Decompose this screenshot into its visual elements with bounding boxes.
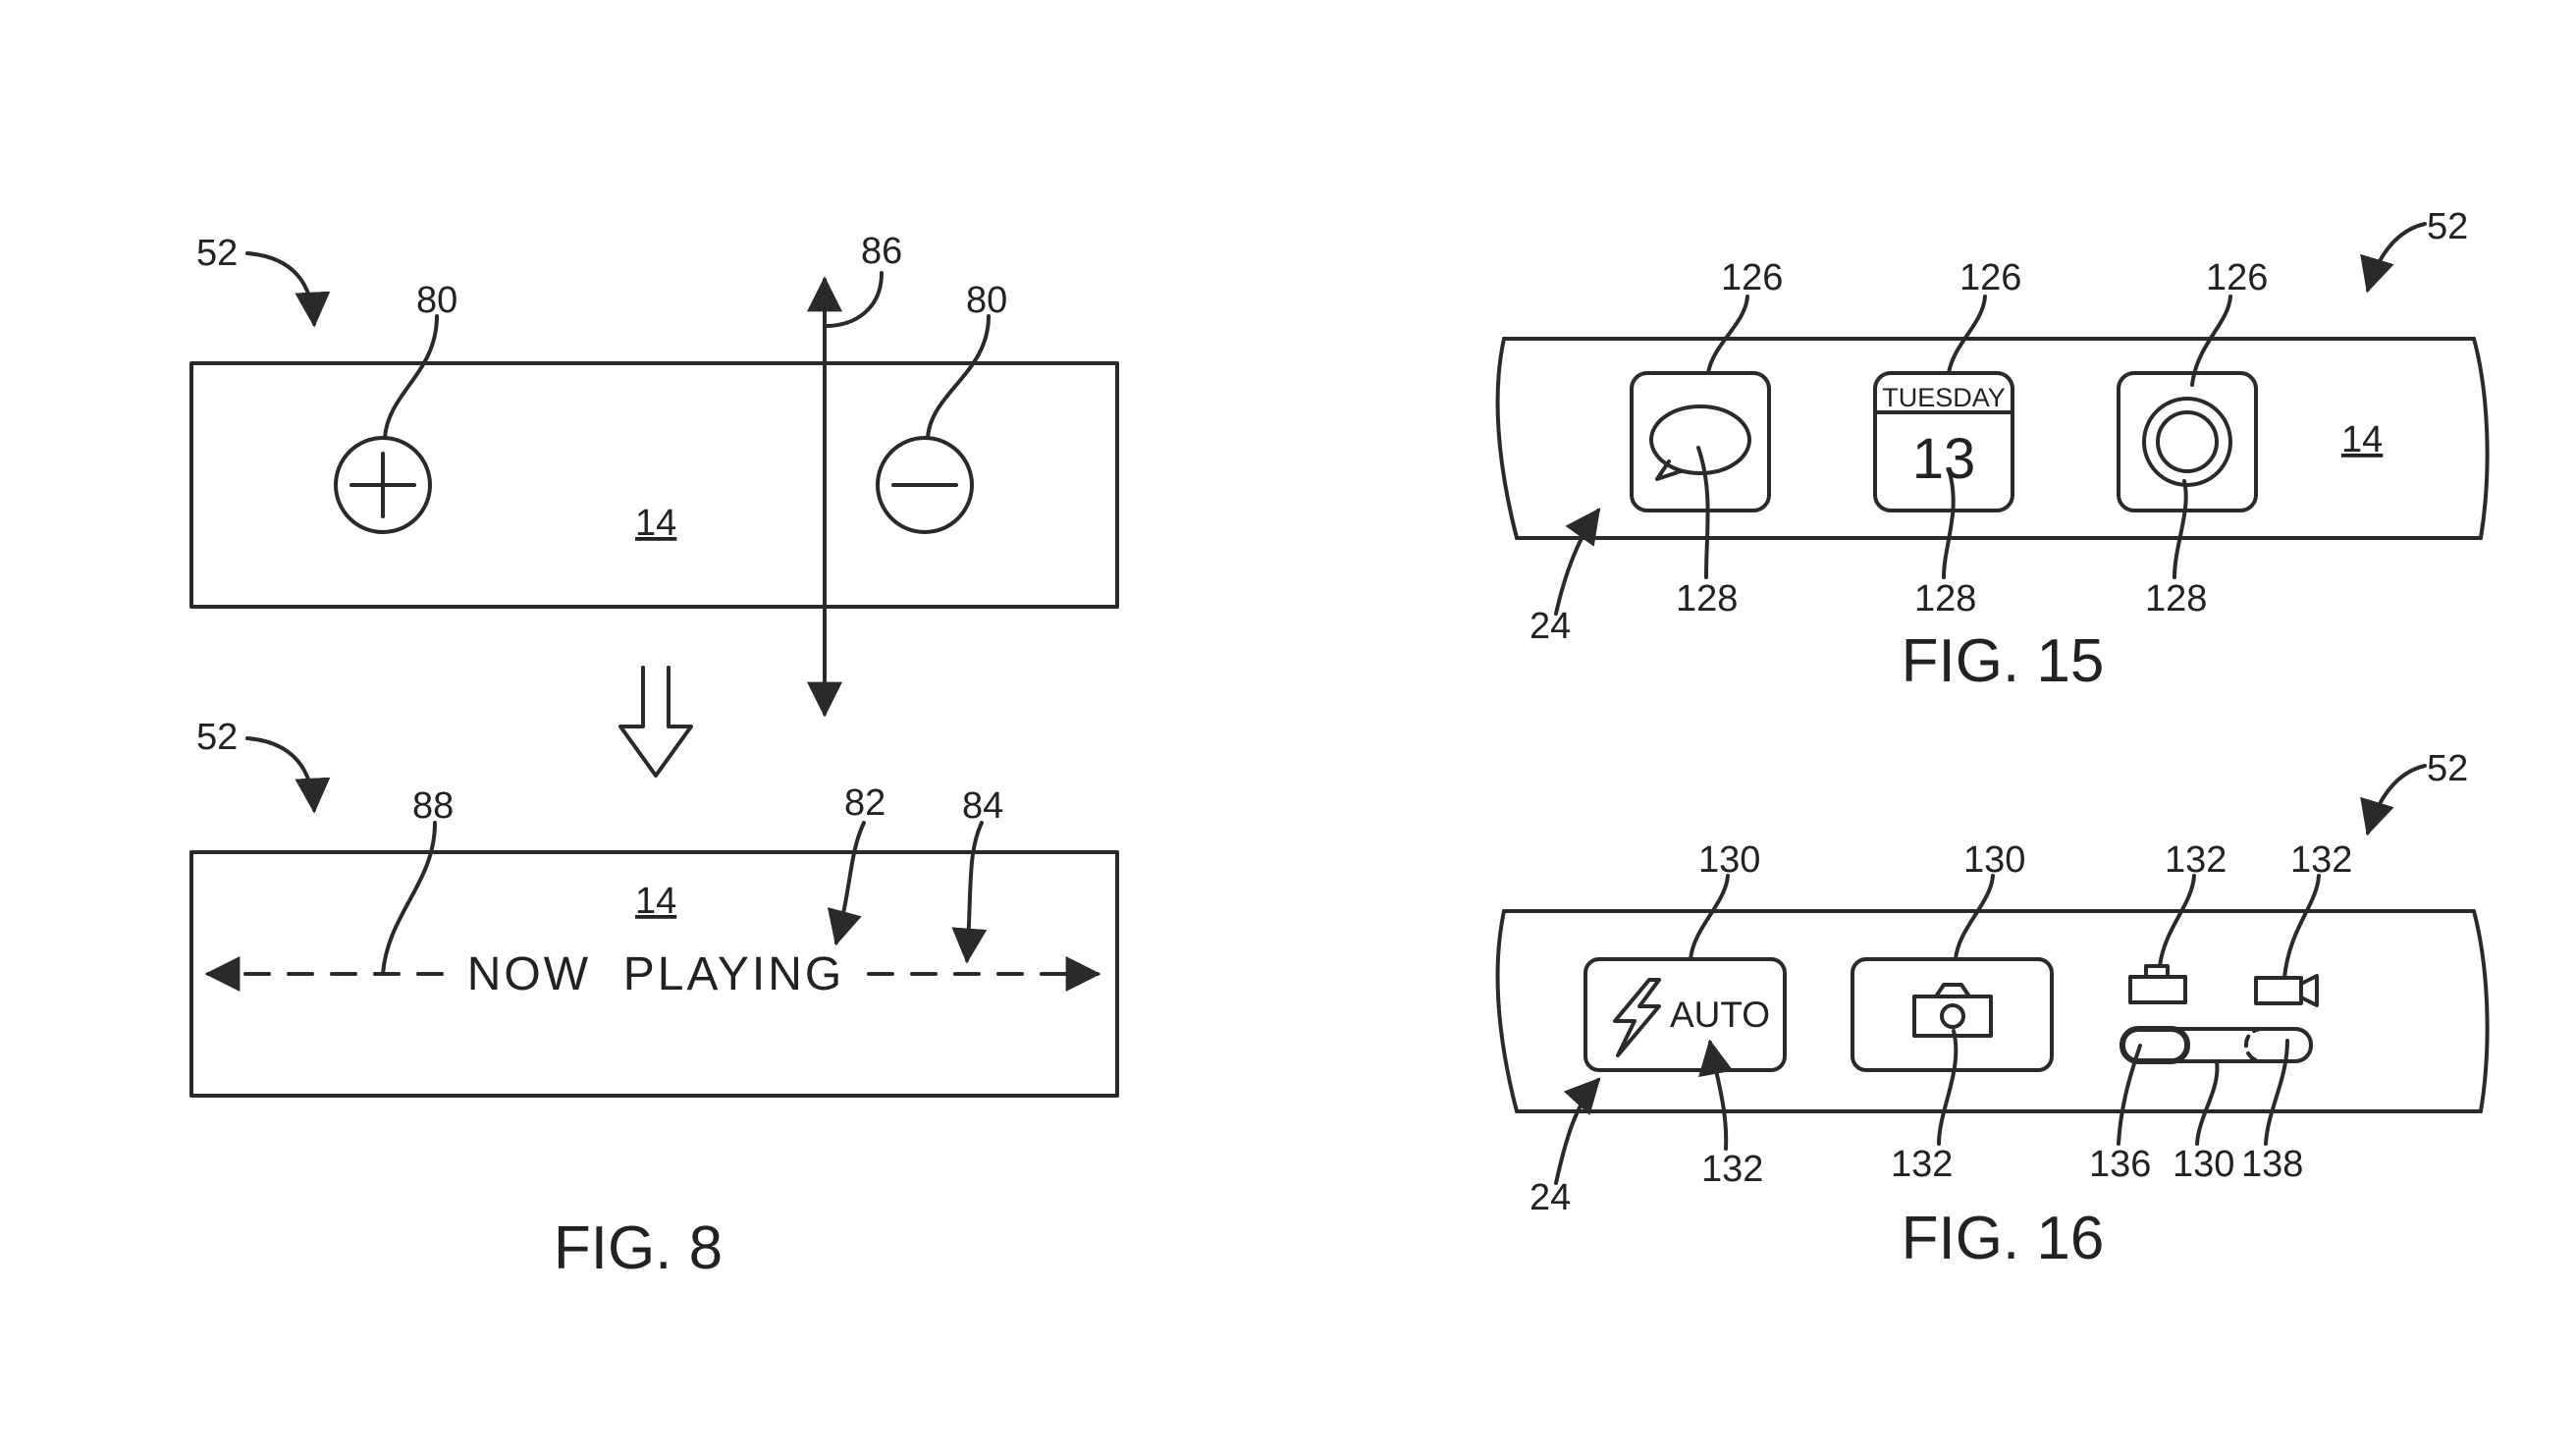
fig8-bottom-surface-label: 14 (635, 881, 676, 922)
fig16-slider-track[interactable] (2120, 1027, 2313, 1063)
fig16-slider-knob[interactable] (2120, 1026, 2190, 1064)
fig16-band-left-edge (1495, 909, 1519, 1113)
minus-circle-icon[interactable] (876, 436, 974, 534)
fig16-130-label-3: 130 (2173, 1144, 2234, 1185)
fig15-24-arrow (1554, 508, 1601, 616)
fig15-126-label-1: 126 (1721, 257, 1783, 298)
calendar-date-text: 13 (1912, 427, 1976, 491)
video-camera-icon (2254, 974, 2319, 1007)
record-button-icon (2142, 397, 2232, 487)
fig8-plus-ref: 80 (416, 280, 457, 321)
fig16-132-arrow-1 (1698, 1039, 1734, 1151)
fig16-edge-ref: 24 (1530, 1177, 1571, 1218)
fig15-128-leader-3 (2173, 479, 2188, 579)
fig8-minus-ref: 80 (966, 280, 1007, 321)
fig15-edge-ref: 24 (1530, 606, 1571, 647)
fig8-minus-leader (926, 314, 991, 440)
fig8-82-ref: 82 (844, 782, 886, 824)
camera-icon (1912, 983, 1993, 1038)
fig16-camera-button[interactable] (1851, 957, 2054, 1072)
fig15-128-label-1: 128 (1676, 578, 1738, 619)
double-down-arrow-icon (618, 666, 693, 778)
fig15-calendar-button[interactable] (1873, 371, 2014, 512)
fig15-record-button[interactable] (2117, 371, 2258, 512)
fig16-138-label: 138 (2241, 1144, 2303, 1185)
fig16-138-leader (2264, 1039, 2289, 1146)
fig16-132-leader-2 (1937, 1029, 1959, 1146)
fig15 (1495, 222, 2490, 616)
fig16-24-arrow (1554, 1077, 1601, 1185)
fig15-126-leader-1 (1706, 295, 1749, 375)
fig16-136-label: 136 (2089, 1144, 2151, 1185)
fig15-126-label-3: 126 (2206, 257, 2268, 298)
fig15-band-right-edge (2472, 337, 2490, 540)
fig16-132-leader-3 (2158, 874, 2196, 968)
fig16-52-arrow (2360, 764, 2427, 836)
fig16-130-leader-2 (1954, 874, 1995, 961)
fig15-caption: FIG. 15 (1902, 627, 2105, 695)
fig15-surface-label: 14 (2341, 419, 2383, 460)
fig15-message-button[interactable] (1630, 371, 1771, 512)
fig16-132-label-1: 132 (1701, 1149, 1763, 1190)
flash-auto-text: AUTO (1670, 995, 1770, 1035)
fig8-plus-leader (383, 314, 439, 440)
fig16-slider-alt-position (2244, 1027, 2313, 1063)
fig16-132-leader-4 (2282, 874, 2321, 980)
fig8-top-ref-arrow (245, 251, 331, 328)
fig15-128-label-2: 128 (1914, 578, 1976, 619)
fig8-gesture-ref: 86 (861, 231, 902, 272)
fig16-136-leader (2117, 1044, 2142, 1146)
plus-circle-icon[interactable] (334, 436, 432, 534)
fig8-top-panel (189, 361, 1119, 609)
now-playing-text: NOW PLAYING (467, 948, 845, 1000)
message-bubble-icon (1649, 404, 1751, 481)
fig16-132-label-2: 132 (1891, 1144, 1953, 1185)
fig8-top-surface-label: 14 (635, 503, 676, 544)
fig15-126-label-2: 126 (1959, 257, 2021, 298)
fig16-130-leader-1 (1689, 874, 1730, 961)
fig16-130-label-2: 130 (1963, 839, 2025, 881)
fig8-82-arrow (827, 821, 866, 946)
fig16-132-label-3: 132 (2165, 839, 2227, 881)
fig8-top-ref: 52 (196, 233, 238, 274)
fig8-84-arrow (951, 821, 988, 964)
calendar-day-text: TUESDAY (1882, 383, 2006, 412)
fig16-caption: FIG. 16 (1902, 1205, 2105, 1272)
fig15-128-leader-2 (1942, 467, 1956, 579)
fig15-128-leader-1 (1696, 446, 1710, 579)
lightning-icon (1613, 978, 1661, 1057)
fig16-band-right-edge (2472, 909, 2490, 1113)
fig8-bottom-panel (189, 850, 1119, 1098)
fig8-88-ref: 88 (412, 785, 454, 827)
fig16-flash-button[interactable] (1583, 957, 1787, 1072)
fig8-gesture-leader (825, 271, 884, 328)
fig15-126-leader-2 (1947, 295, 1987, 375)
fig16-130-label-1: 130 (1698, 839, 1760, 881)
fig16-band-ref: 52 (2427, 748, 2468, 789)
fig8-bottom-ref-arrow (245, 736, 331, 814)
fig8-bottom-ref: 52 (196, 717, 238, 758)
fig16-132-label-4: 132 (2290, 839, 2352, 881)
fig16-130-leader-3 (2195, 1059, 2220, 1146)
fig8 (189, 251, 1119, 1098)
fig16 (1495, 764, 2490, 1185)
fig15-band-left-edge (1495, 337, 1519, 540)
fig15-52-arrow (2360, 222, 2427, 294)
fig8-caption: FIG. 8 (554, 1214, 723, 1282)
still-camera-small-icon (2128, 964, 2187, 1004)
fig15-band-ref: 52 (2427, 206, 2468, 247)
fig8-84-ref: 84 (962, 785, 1003, 827)
fig15-128-label-3: 128 (2145, 578, 2207, 619)
fig8-88-leader (381, 821, 437, 976)
fig15-126-leader-3 (2190, 295, 2232, 387)
